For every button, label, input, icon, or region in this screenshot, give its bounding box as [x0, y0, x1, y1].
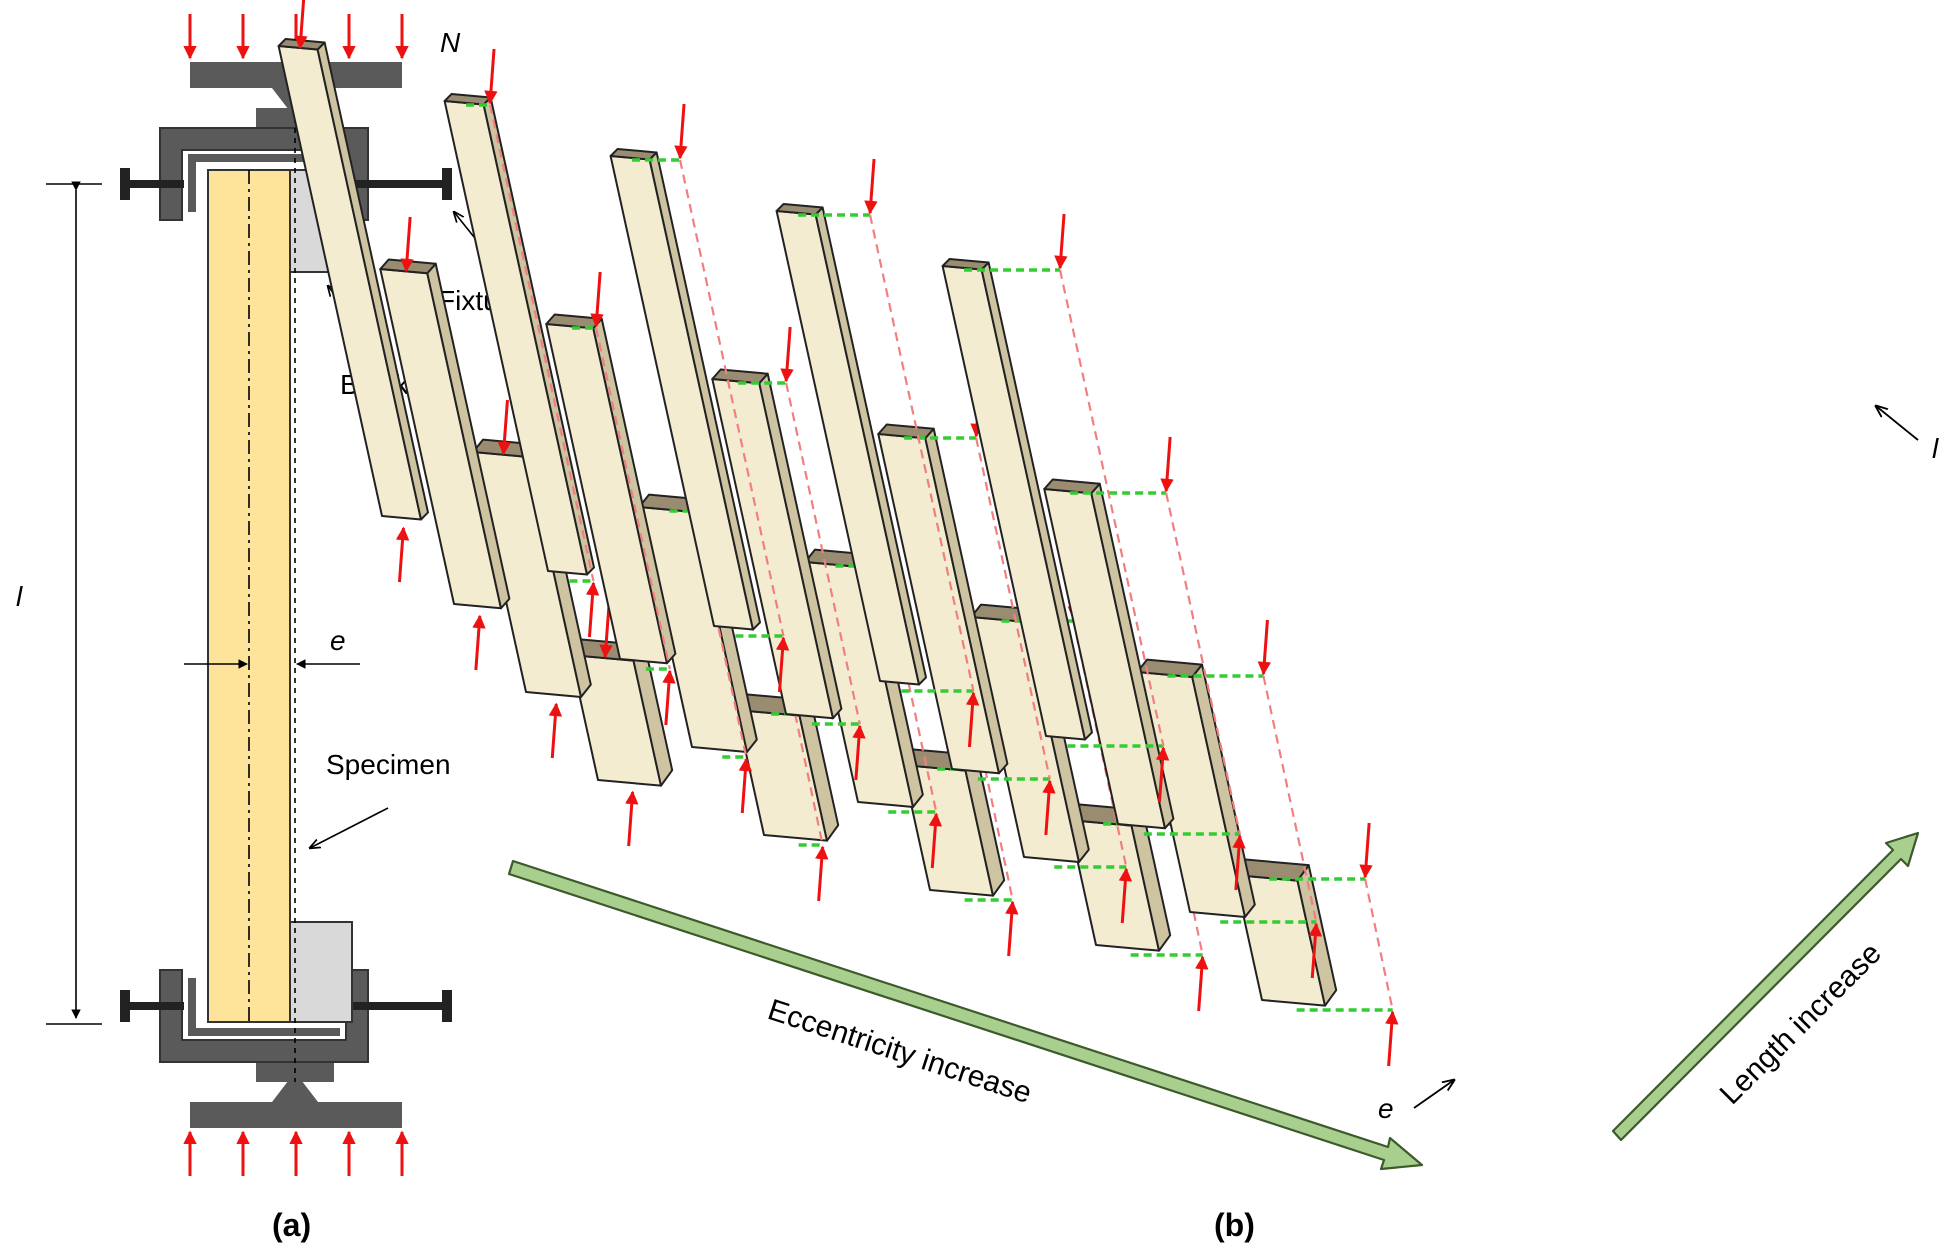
load-line [692, 510, 748, 758]
column-bottom-load-arrow [815, 845, 829, 902]
length-axis-label: Length increase [1714, 937, 1888, 1111]
load-line [1165, 492, 1241, 835]
specimen-column [277, 0, 429, 583]
specimen-column [711, 326, 866, 781]
column-bottom-load-arrow [928, 812, 943, 869]
column-bottom-load-arrow [965, 691, 980, 748]
load-line [1058, 269, 1165, 747]
column-top-load-arrow [1160, 436, 1174, 493]
bottom-platen [190, 1102, 402, 1128]
column-bottom-load-arrow [738, 757, 753, 814]
column-bottom-load-arrow [852, 724, 866, 781]
load-line [1364, 878, 1394, 1011]
column-bottom-load-arrow [1005, 900, 1019, 957]
column-bottom-load-arrow [1195, 955, 1209, 1012]
column-top-load-arrow [400, 216, 414, 273]
column-bottom-load-arrow [585, 581, 600, 638]
column-top-load-arrow [1054, 213, 1068, 270]
eccentricity-callout [1413, 1080, 1454, 1109]
specimen-leader [310, 807, 389, 848]
panel-a: l e Fixture Block Specimen N (a) [16, 14, 524, 1243]
column-bottom-load-arrow [548, 702, 563, 759]
load-line [882, 565, 938, 813]
load-line [794, 713, 824, 846]
column-bottom-load-arrow [1385, 1010, 1399, 1067]
column-bottom-load-arrow [395, 526, 410, 583]
length-label: l [16, 581, 23, 612]
column-top-load-arrow [780, 326, 794, 383]
panel-b-caption: (b) [1214, 1207, 1255, 1243]
specimen-column [775, 158, 980, 748]
column-top-load-arrow [599, 602, 613, 659]
top-bolt-right [344, 180, 448, 188]
top-bolt-right-head [442, 168, 452, 200]
panel-a-caption: (a) [272, 1207, 311, 1243]
load-line [488, 104, 595, 582]
column-bottom-load-arrow [472, 614, 486, 671]
column-top-load-arrow [497, 399, 512, 456]
load-line [595, 327, 671, 670]
column-bottom-load-arrow [1308, 922, 1323, 979]
bottom-block [289, 921, 353, 1023]
specimen-column [569, 602, 674, 847]
load-line [678, 159, 785, 637]
column-top-load-arrow [484, 48, 498, 105]
specimen-column [877, 381, 1056, 836]
column-bottom-load-arrow [1232, 834, 1246, 891]
specimen-label: Specimen [326, 749, 451, 780]
specimen-column [545, 271, 677, 726]
column-top-load-arrow [294, 0, 308, 50]
column-bottom-load-arrow [662, 669, 676, 726]
bottom-fixture-inner [188, 978, 340, 1036]
top-bolt-left [124, 180, 184, 188]
specimen-column [443, 48, 600, 638]
load-line [975, 437, 1051, 780]
bottom-bolt-left-head [120, 990, 130, 1022]
bottom-bolt-right-head [442, 990, 452, 1022]
panel-b: Eccentricity increase Length increase e … [277, 0, 1939, 1243]
load-line [868, 214, 975, 692]
column-bottom-load-arrow [1118, 867, 1133, 924]
column-bottom-load-arrow [1042, 779, 1056, 836]
column-top-load-arrow [674, 103, 688, 160]
panel-b-eccentricity-label: e [1378, 1093, 1394, 1124]
bottom-load-arrows [183, 1130, 409, 1176]
column-top-load-arrow [1257, 619, 1272, 676]
column-bottom-load-arrow [775, 636, 790, 693]
load-line [1262, 675, 1318, 923]
bottom-bolt-left [124, 1002, 184, 1010]
specimen-column [1043, 436, 1246, 891]
load-line [984, 768, 1014, 901]
top-bolt-left-head [120, 168, 130, 200]
length-callout [1876, 406, 1919, 441]
specimen-column [609, 103, 790, 693]
specimen-column [379, 216, 511, 671]
eccentricity-axis-label: Eccentricity increase [764, 993, 1036, 1110]
bottom-knife-edge [272, 1072, 318, 1102]
load-line [785, 382, 861, 725]
load-label: N [440, 27, 461, 58]
column-bottom-load-arrow [1155, 746, 1170, 803]
specimen-column [941, 213, 1170, 803]
eccentricity-label: e [330, 625, 346, 656]
column-bottom-load-arrow [625, 790, 639, 847]
eccentricity-axis-arrow [507, 859, 1424, 1171]
column-top-load-arrow [1359, 822, 1373, 879]
specimen-grid [277, 0, 1399, 1067]
bottom-bolt-right [344, 1002, 448, 1010]
specimen-column [901, 712, 1019, 957]
length-axis-arrow [1611, 831, 1920, 1142]
column-top-load-arrow [590, 271, 604, 328]
panel-b-length-label: l [1932, 433, 1939, 464]
column-top-load-arrow [864, 158, 878, 215]
